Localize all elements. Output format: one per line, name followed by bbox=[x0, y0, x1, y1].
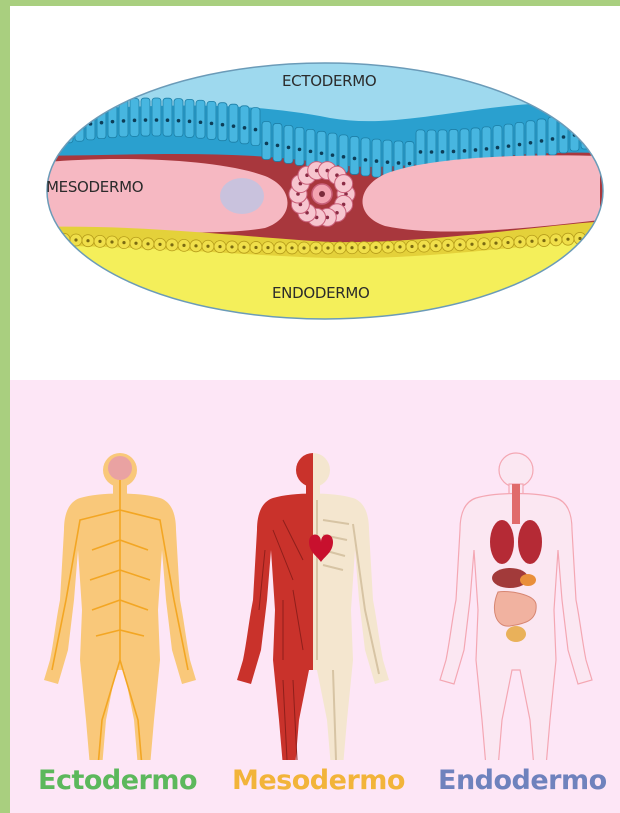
blue-stain bbox=[220, 178, 264, 214]
left-lung bbox=[490, 520, 514, 564]
mesoderm-label: MESODERMO bbox=[46, 178, 143, 196]
notochord bbox=[289, 162, 355, 227]
figure-frame: ECTODERMO MESODERMO ENDODERMO bbox=[10, 6, 620, 813]
trachea bbox=[512, 484, 520, 524]
endoderm-label: ENDODERMO bbox=[272, 284, 370, 302]
endoderm-body-figure bbox=[440, 453, 592, 760]
caption-mesodermo: Mesodermo bbox=[232, 765, 405, 796]
right-lung bbox=[518, 520, 542, 564]
mesoderm-body-figure bbox=[237, 453, 389, 760]
germ-layers-diagram: ECTODERMO MESODERMO ENDODERMO bbox=[10, 6, 620, 376]
stomach bbox=[520, 574, 536, 586]
bladder bbox=[506, 626, 526, 642]
body-systems-panel: Ectodermo Mesodermo Endodermo bbox=[10, 380, 620, 813]
caption-ectodermo: Ectodermo bbox=[38, 765, 197, 796]
brain-icon bbox=[108, 456, 132, 480]
ectoderm-label: ECTODERMO bbox=[282, 72, 376, 90]
germ-layers-svg: ECTODERMO MESODERMO ENDODERMO bbox=[10, 6, 620, 376]
ectoderm-body-figure bbox=[44, 453, 196, 760]
caption-endodermo: Endodermo bbox=[438, 765, 607, 796]
body-figures-svg bbox=[10, 380, 620, 760]
